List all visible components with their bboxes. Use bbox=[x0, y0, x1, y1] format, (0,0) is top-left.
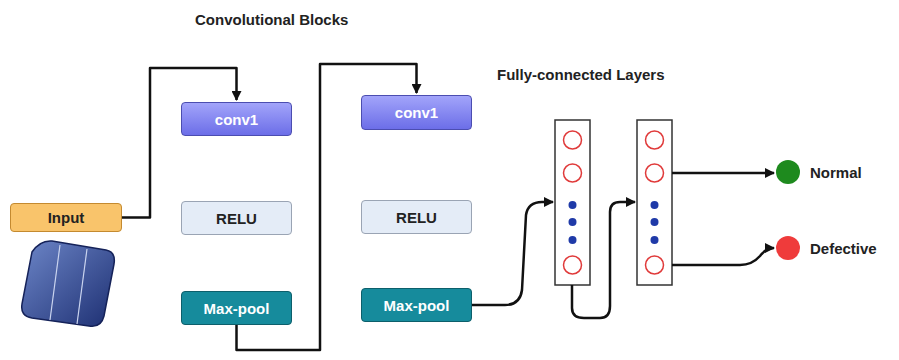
neuron-dot bbox=[651, 201, 659, 209]
neuron bbox=[646, 256, 664, 274]
node-text: Input bbox=[48, 209, 85, 226]
flow-connector bbox=[122, 68, 237, 218]
neuron-dot bbox=[651, 218, 659, 226]
relu-box: RELU bbox=[181, 201, 292, 235]
output-dot bbox=[776, 160, 800, 184]
node-text: Normal bbox=[810, 164, 862, 181]
node-text: Max-pool bbox=[384, 297, 450, 314]
node-text: Defective bbox=[810, 240, 877, 257]
output-node: Defective bbox=[776, 236, 877, 260]
neuron bbox=[646, 164, 664, 182]
output-node: Normal bbox=[776, 160, 862, 184]
node-text: RELU bbox=[396, 209, 437, 226]
section-label: Fully-connected Layers bbox=[497, 66, 665, 83]
pool-box: Max-pool bbox=[361, 288, 472, 322]
neuron bbox=[646, 131, 664, 149]
neuron-dot bbox=[569, 236, 577, 244]
title: Convolutional Blocks bbox=[195, 11, 348, 28]
flow-arrow bbox=[472, 173, 774, 318]
conv-box: conv1 bbox=[361, 95, 472, 130]
node-text: Max-pool bbox=[204, 300, 270, 317]
pool-box: Max-pool bbox=[181, 291, 292, 325]
neuron bbox=[564, 131, 582, 149]
input-box: Input bbox=[10, 203, 122, 232]
neuron-dot bbox=[651, 236, 659, 244]
solar-cell bbox=[22, 241, 115, 326]
relu-box: RELU bbox=[361, 200, 472, 234]
node-text: conv1 bbox=[215, 111, 258, 128]
node-text: conv1 bbox=[395, 104, 438, 121]
neuron bbox=[564, 256, 582, 274]
neuron-dot bbox=[569, 201, 577, 209]
conv-box: conv1 bbox=[181, 102, 292, 136]
output-dot bbox=[776, 236, 800, 260]
node-text: RELU bbox=[216, 210, 257, 227]
neuron bbox=[564, 164, 582, 182]
neuron-dot bbox=[569, 218, 577, 226]
